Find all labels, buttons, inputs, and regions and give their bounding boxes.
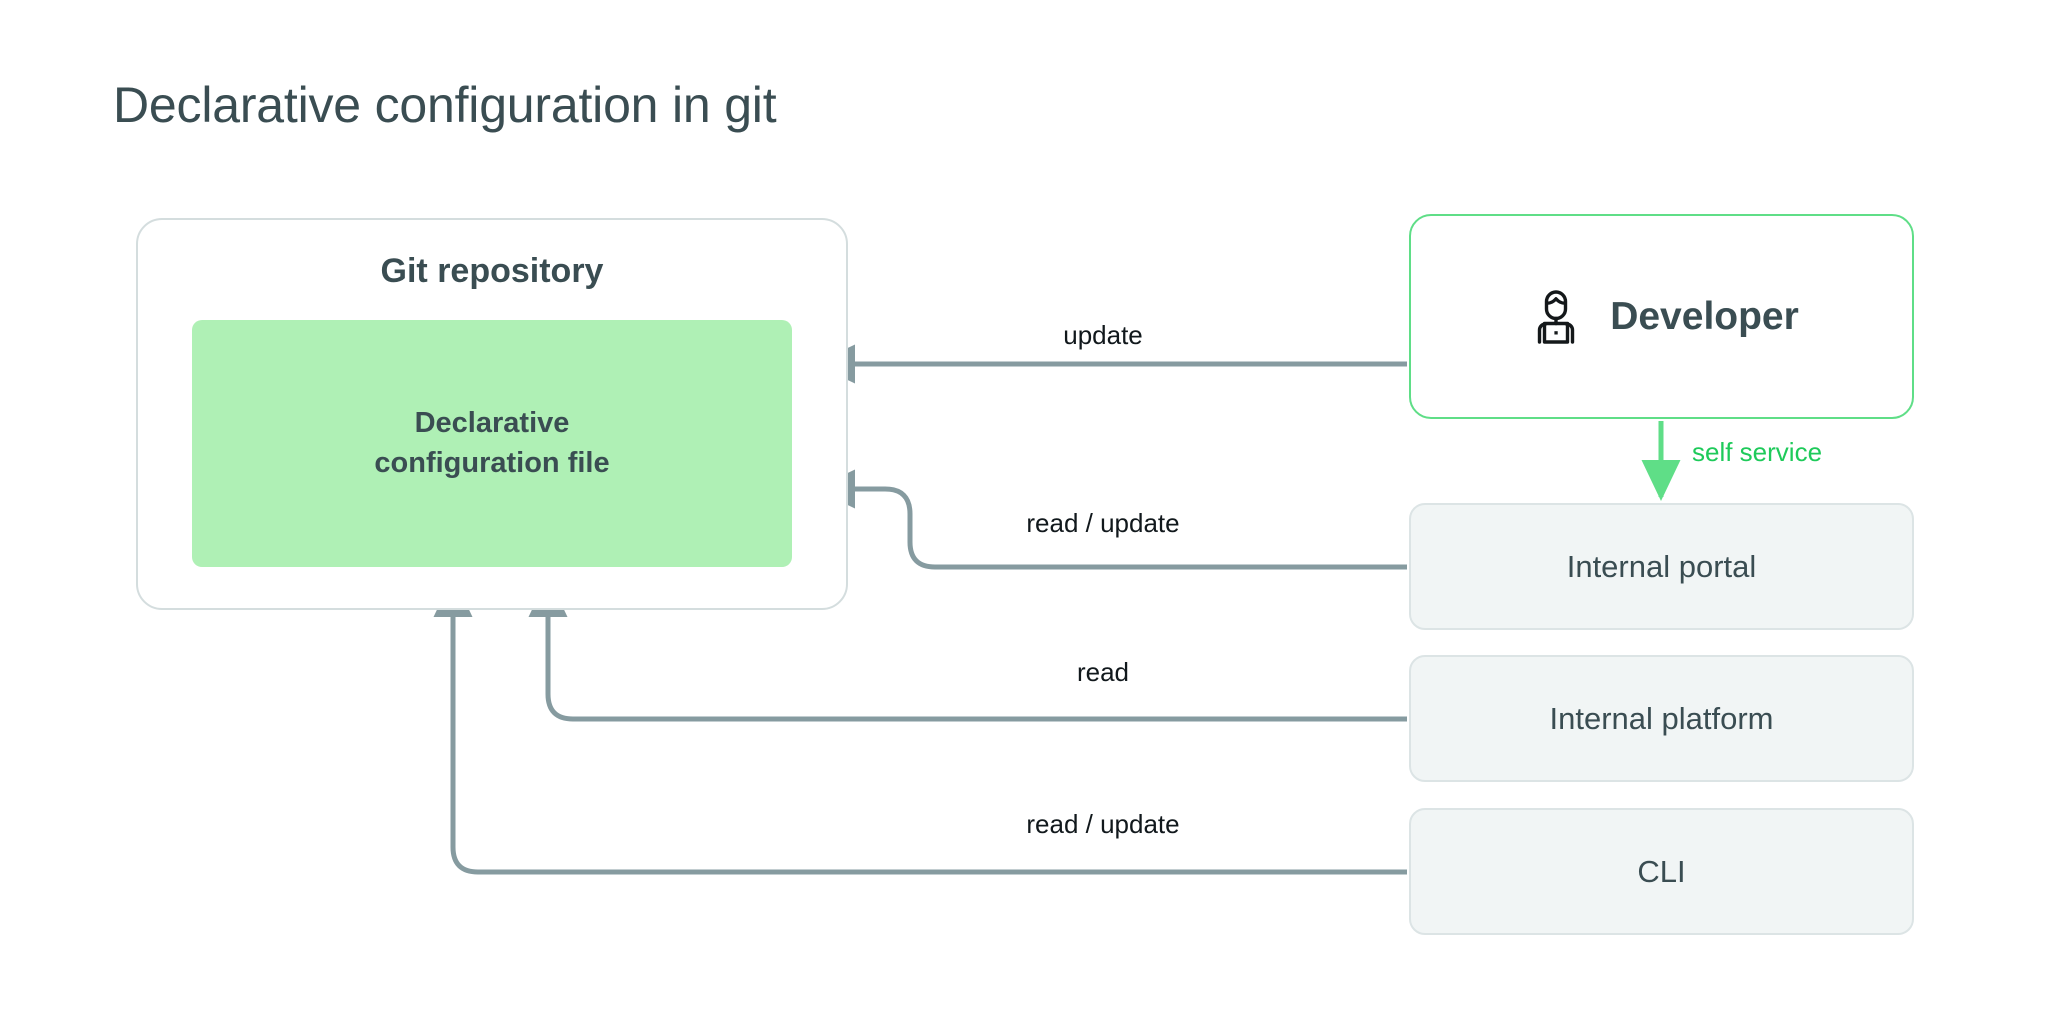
developer-label: Developer bbox=[1610, 294, 1799, 338]
cli-label: CLI bbox=[1637, 853, 1686, 889]
developer-laptop-icon bbox=[1538, 289, 1575, 344]
cli-box: CLI bbox=[1409, 808, 1914, 935]
edge-internal-portal-read-update bbox=[814, 469, 1407, 570]
edge-cli-read-update bbox=[433, 576, 1407, 875]
internal-platform-box: Internal platform bbox=[1409, 655, 1914, 782]
git-repository-title: Git repository bbox=[380, 252, 604, 290]
edge-internal-platform-read bbox=[528, 576, 1407, 722]
declarative-config-file-label: Declarative configuration file bbox=[374, 407, 610, 479]
developer-box: Developer bbox=[1409, 214, 1914, 419]
internal-portal-label: Internal portal bbox=[1566, 548, 1757, 584]
edge-label-update: update bbox=[1063, 320, 1143, 350]
edge-label-cli-read-update: read / update bbox=[1026, 809, 1180, 839]
internal-portal-box: Internal portal bbox=[1409, 503, 1914, 630]
edge-label-internal-portal-read-update: read / update bbox=[1026, 508, 1180, 538]
page-title: Declarative configuration in git bbox=[113, 77, 777, 133]
edge-label-internal-platform-read: read bbox=[1076, 657, 1130, 687]
declarative-config-file-box: Declarative configuration file bbox=[192, 320, 792, 567]
edge-label-self-service: self service bbox=[1692, 437, 1823, 467]
internal-platform-label: Internal platform bbox=[1549, 700, 1774, 736]
